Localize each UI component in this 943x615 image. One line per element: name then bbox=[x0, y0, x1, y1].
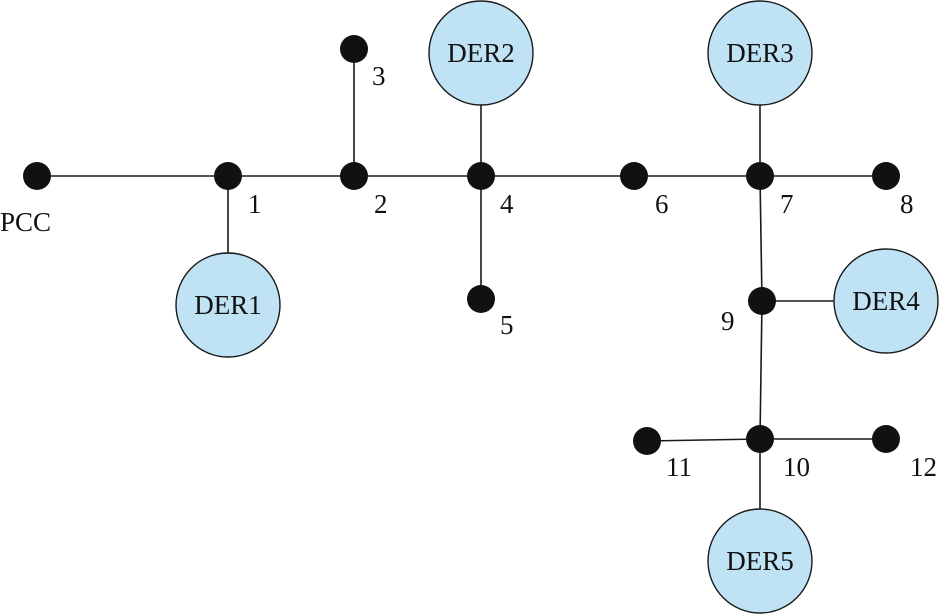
node-6 bbox=[620, 162, 648, 190]
der1-label: DER1 bbox=[194, 290, 262, 320]
der2-circle bbox=[428, 0, 534, 106]
label-pcc: PCC bbox=[0, 207, 51, 237]
label-1: 1 bbox=[248, 189, 262, 219]
node-3 bbox=[340, 35, 368, 63]
der1-circle bbox=[175, 252, 281, 358]
der2-label: DER2 bbox=[447, 38, 515, 68]
node-4 bbox=[467, 162, 495, 190]
edge-n7-n9 bbox=[759, 175, 763, 302]
label-7: 7 bbox=[780, 189, 794, 219]
der5: DER5 bbox=[707, 508, 813, 614]
node-12 bbox=[872, 425, 900, 453]
der5-label: DER5 bbox=[726, 546, 794, 576]
node-1 bbox=[214, 162, 242, 190]
label-8: 8 bbox=[900, 189, 914, 219]
der3-label: DER3 bbox=[726, 38, 794, 68]
edge-n9-n10 bbox=[759, 300, 763, 440]
label-12: 12 bbox=[910, 452, 937, 482]
label-4: 4 bbox=[500, 189, 514, 219]
der4: DER4 bbox=[833, 248, 939, 354]
der1: DER1 bbox=[175, 252, 281, 358]
node-5 bbox=[467, 285, 495, 313]
der4-circle bbox=[833, 248, 939, 354]
node-11 bbox=[633, 427, 661, 455]
der3-circle bbox=[707, 0, 813, 106]
der2: DER2 bbox=[428, 0, 534, 106]
edge-n10-n11 bbox=[646, 438, 761, 442]
label-11: 11 bbox=[666, 452, 692, 482]
node-9 bbox=[748, 287, 776, 315]
label-5: 5 bbox=[500, 310, 514, 340]
label-3: 3 bbox=[372, 61, 386, 91]
label-9: 9 bbox=[721, 306, 735, 336]
label-2: 2 bbox=[374, 189, 388, 219]
node-10 bbox=[746, 425, 774, 453]
der4-label: DER4 bbox=[852, 286, 920, 316]
node-8 bbox=[872, 162, 900, 190]
node-7 bbox=[746, 162, 774, 190]
der5-circle bbox=[707, 508, 813, 614]
node-pcc bbox=[23, 162, 51, 190]
label-10: 10 bbox=[783, 452, 810, 482]
label-6: 6 bbox=[655, 189, 669, 219]
node-2 bbox=[340, 162, 368, 190]
der3: DER3 bbox=[707, 0, 813, 106]
